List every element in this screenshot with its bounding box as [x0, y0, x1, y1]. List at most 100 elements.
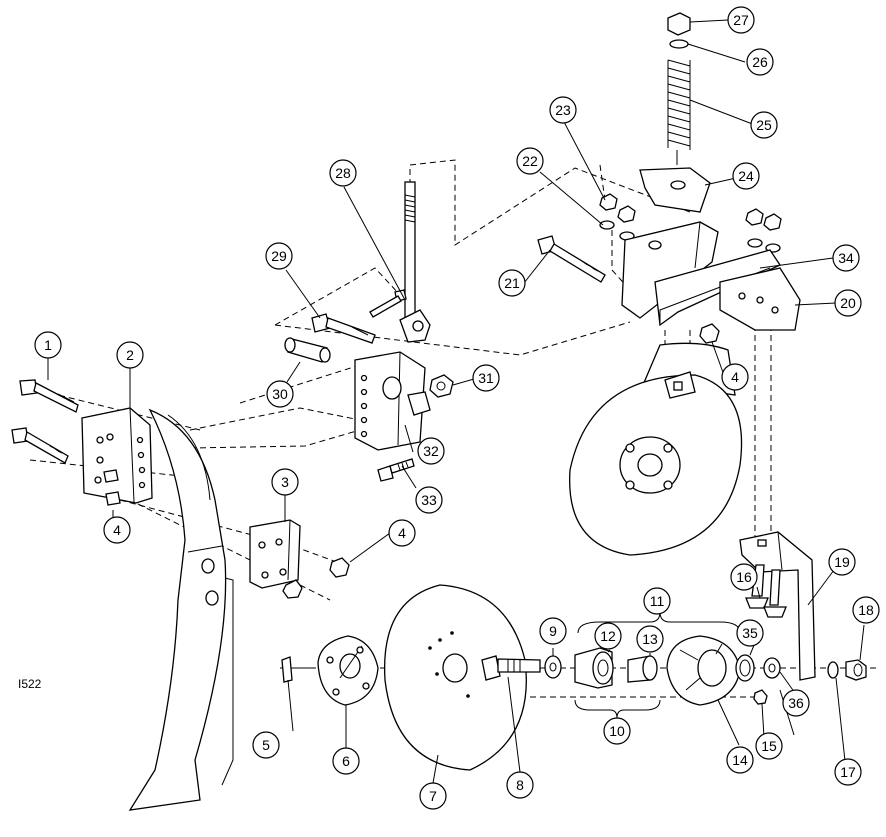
shank — [128, 408, 234, 811]
callout-14: 14 — [726, 746, 754, 774]
part-4-nuts — [282, 323, 720, 599]
svg-text:6: 6 — [342, 753, 350, 769]
svg-text:12: 12 — [600, 628, 616, 644]
svg-text:18: 18 — [858, 602, 874, 618]
part-22-23-hardware — [599, 193, 782, 253]
part-31-nut — [429, 374, 454, 398]
callout-28: 28 — [329, 159, 357, 187]
callout-27: 27 — [727, 6, 755, 34]
svg-text:25: 25 — [756, 117, 772, 133]
part-13-spacer — [627, 655, 658, 683]
part-30-spacer — [284, 337, 331, 363]
part-26-27-hardware — [667, 12, 691, 49]
part-9-washer — [544, 655, 562, 679]
svg-text:23: 23 — [555, 102, 571, 118]
svg-text:15: 15 — [761, 738, 777, 754]
svg-text:26: 26 — [752, 54, 768, 70]
callout-5: 5 — [252, 731, 280, 759]
svg-text:13: 13 — [642, 631, 658, 647]
svg-text:16: 16 — [736, 569, 752, 585]
callout-32: 32 — [417, 437, 445, 465]
callout-11: 11 — [643, 587, 671, 615]
part-33-bolt — [377, 458, 415, 482]
part-3-plate — [249, 519, 301, 589]
callout-4c: 4 — [721, 363, 749, 391]
svg-text:31: 31 — [478, 370, 494, 386]
part-12-bearing — [574, 647, 614, 689]
callout-6: 6 — [332, 747, 360, 775]
callout-18: 18 — [852, 596, 880, 624]
part-7-disc — [383, 584, 527, 771]
svg-text:4: 4 — [398, 525, 406, 541]
callout-1: 1 — [34, 331, 62, 359]
part-1-bolts — [11, 379, 79, 464]
part-18-nut — [845, 659, 867, 681]
callout-8: 8 — [506, 771, 534, 799]
svg-text:1: 1 — [44, 337, 52, 353]
callout-29: 29 — [265, 242, 293, 270]
callout-19: 19 — [828, 548, 856, 576]
callout-9: 9 — [539, 617, 567, 645]
part-24-cup — [639, 167, 711, 213]
callout-35: 35 — [736, 619, 764, 647]
callout-4b: 4 — [388, 519, 416, 547]
svg-text:2: 2 — [126, 347, 134, 363]
svg-text:27: 27 — [733, 12, 749, 28]
disc-assembly-upper — [569, 342, 743, 556]
callout-2: 2 — [116, 341, 144, 369]
svg-text:9: 9 — [549, 623, 557, 639]
svg-text:19: 19 — [834, 554, 850, 570]
part-36-washer — [763, 657, 781, 679]
part-25-spring — [667, 59, 691, 165]
part-21-bolt — [537, 235, 606, 283]
svg-text:4: 4 — [731, 369, 739, 385]
callout-25: 25 — [750, 111, 778, 139]
svg-text:4: 4 — [113, 522, 121, 538]
callout-12: 12 — [594, 622, 622, 650]
callout-21: 21 — [498, 269, 526, 297]
callout-15: 15 — [755, 732, 783, 760]
callout-34: 34 — [832, 244, 860, 272]
svg-text:17: 17 — [840, 764, 856, 780]
svg-text:34: 34 — [838, 250, 854, 266]
leader-lines — [47, 19, 865, 784]
part-14-hub — [666, 635, 741, 706]
figure-code: I522 — [18, 677, 42, 691]
svg-text:29: 29 — [271, 248, 287, 264]
brace-10 — [574, 699, 661, 719]
part-29-bolt — [311, 289, 407, 344]
svg-text:32: 32 — [423, 443, 439, 459]
part-6-flange — [317, 635, 379, 706]
callout-26: 26 — [746, 48, 774, 76]
svg-text:5: 5 — [262, 737, 270, 753]
part-17-washer — [827, 661, 839, 679]
svg-text:8: 8 — [516, 777, 524, 793]
part-15-nut — [753, 689, 768, 705]
callout-20: 20 — [834, 289, 862, 317]
svg-text:24: 24 — [738, 168, 754, 184]
part-5-bolt — [281, 656, 312, 683]
upper-bracket — [621, 221, 719, 319]
svg-text:14: 14 — [732, 752, 748, 768]
svg-text:35: 35 — [742, 625, 758, 641]
callout-13: 13 — [636, 625, 664, 653]
svg-text:36: 36 — [788, 695, 804, 711]
callout-16: 16 — [730, 563, 758, 591]
svg-text:22: 22 — [522, 153, 538, 169]
callout-22: 22 — [516, 147, 544, 175]
callout-31: 31 — [472, 364, 500, 392]
callout-4a: 4 — [103, 516, 131, 544]
callout-30: 30 — [266, 380, 294, 408]
part-35-seal — [735, 654, 755, 682]
callout-17: 17 — [834, 758, 862, 786]
svg-text:11: 11 — [650, 593, 665, 609]
svg-text:28: 28 — [335, 165, 351, 181]
callout-7: 7 — [419, 782, 447, 810]
part-2-plate — [81, 407, 153, 506]
callout-3: 3 — [271, 468, 299, 496]
svg-text:30: 30 — [272, 386, 288, 402]
svg-text:3: 3 — [281, 474, 289, 490]
callout-36: 36 — [782, 689, 810, 717]
svg-text:33: 33 — [421, 492, 437, 508]
